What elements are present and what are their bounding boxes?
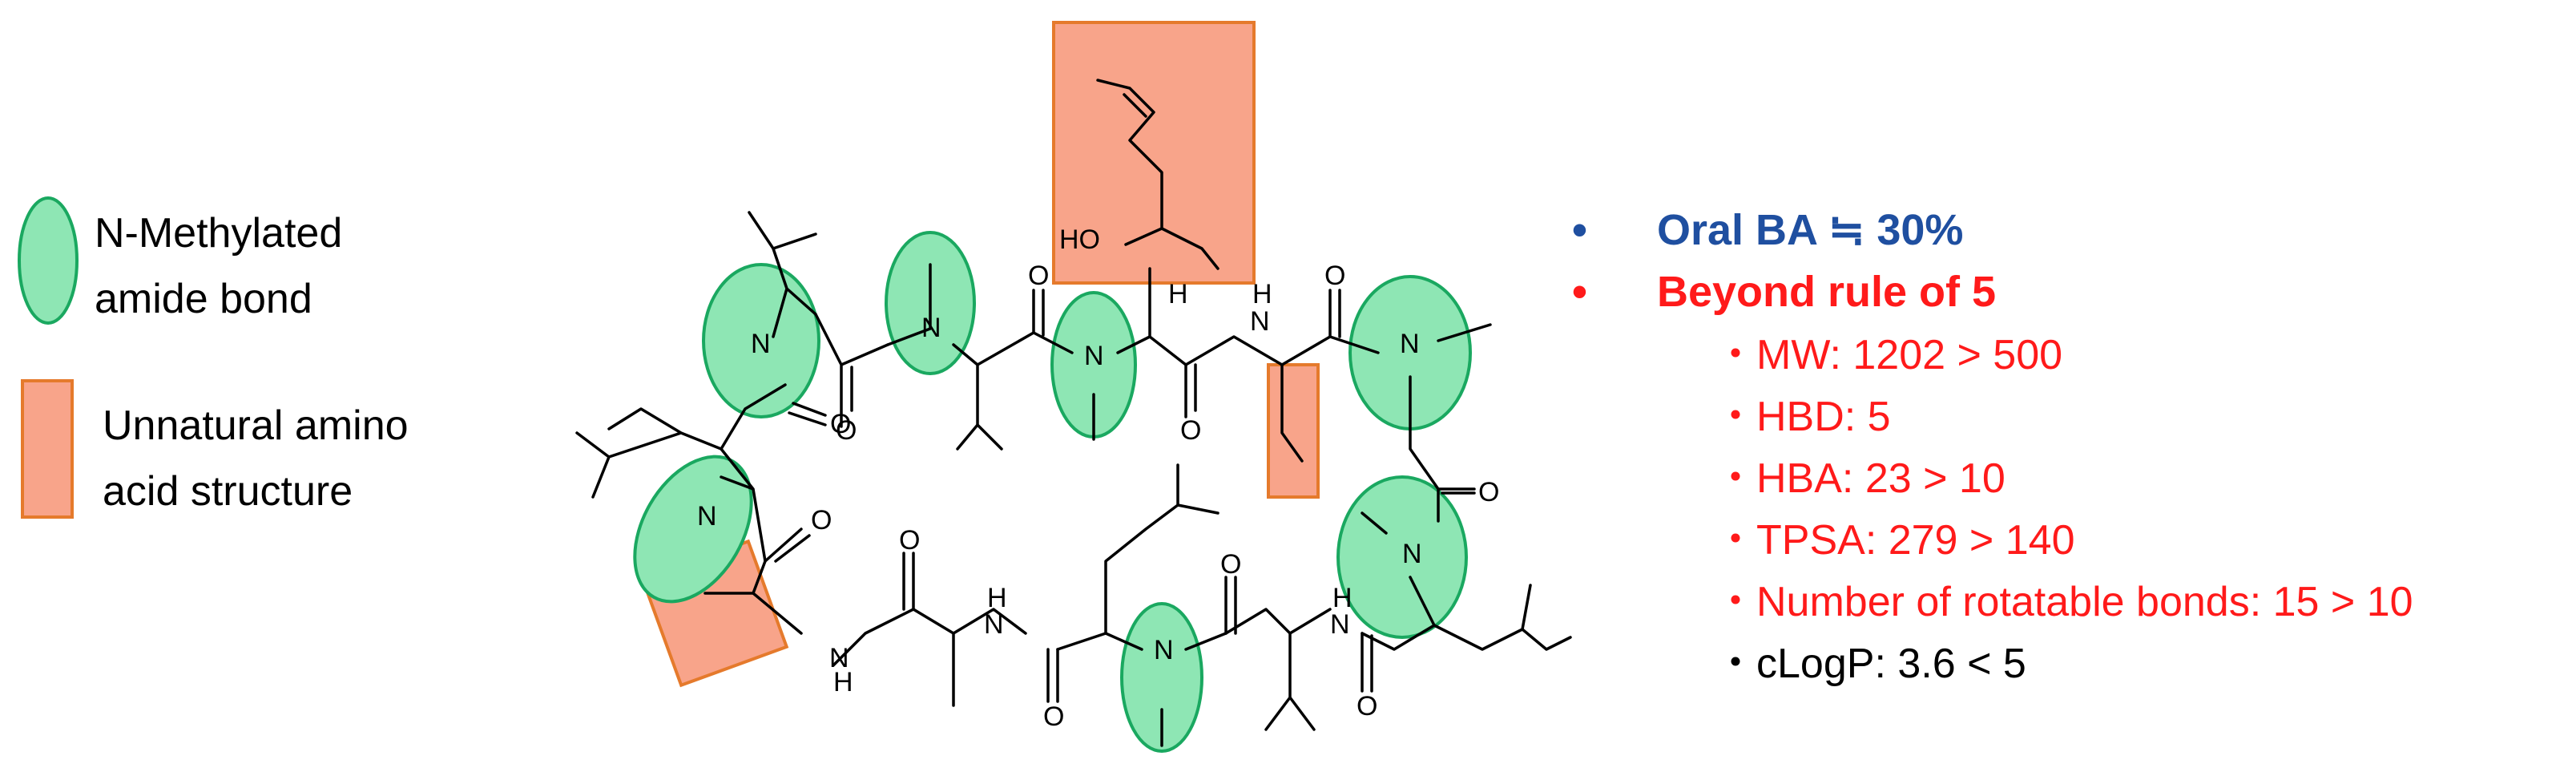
- amide-h-label: H: [1252, 279, 1272, 309]
- bond-group: [1104, 463, 1228, 651]
- atom-labels: N N N N N N N N H N H N H N H O O O O O …: [697, 224, 1499, 732]
- property-hba: ・HBA: 23 > 10: [1715, 455, 2006, 502]
- n-methylated-legend-label-line1: N-Methylated: [95, 210, 342, 257]
- molecule-bonds: [575, 79, 1572, 747]
- atom-o-label: O: [1043, 701, 1064, 732]
- n-methyl-highlight-7: [1120, 602, 1203, 753]
- n-methylated-legend-label-line2: amide bond: [95, 276, 312, 322]
- atom-o-label: O: [1180, 415, 1201, 446]
- bond-group: [952, 331, 1035, 451]
- bond-group: [774, 534, 811, 563]
- bond-group: [1184, 335, 1380, 463]
- properties-panel: • Oral BA ≒ 30% • Beyond rule of 5 ・MW: …: [1572, 206, 2413, 687]
- bond-group: [1224, 608, 1332, 731]
- bond-group: [720, 383, 787, 451]
- amide-h-label: H: [987, 583, 1007, 613]
- amide-nh-label: N: [1330, 609, 1350, 640]
- atom-o-label: O: [1478, 477, 1499, 507]
- bond-group: [1361, 511, 1388, 535]
- amide-nh-label: N: [984, 609, 1004, 640]
- property-clogp: ・cLogP: 3.6 < 5: [1715, 641, 2026, 687]
- property-hbd: ・HBD: 5: [1715, 394, 1891, 440]
- bond-group: [1123, 93, 1147, 118]
- atom-o-label: O: [1220, 549, 1241, 580]
- atom-n-label: N: [1154, 635, 1174, 665]
- oral-ba-text: Oral BA ≒ 30%: [1657, 206, 1963, 254]
- hydrogen-label: H: [1168, 279, 1188, 309]
- bond-group: [886, 263, 932, 346]
- highlights: [633, 21, 1472, 753]
- unnatural-legend-label-line1: Unnatural amino: [103, 402, 409, 449]
- atom-o-label: O: [899, 525, 920, 556]
- bond-group: [912, 608, 1027, 707]
- bond-group: [788, 411, 827, 426]
- atom-n-label: N: [921, 313, 941, 343]
- bond-group: [792, 402, 827, 417]
- atom-o-label: O: [830, 409, 851, 439]
- atom-o-label: O: [1324, 261, 1345, 291]
- bond-group: [1409, 576, 1572, 651]
- atom-o-label: O: [1357, 691, 1377, 722]
- property-mw: ・MW: 1202 > 500: [1715, 332, 2062, 378]
- bond-group: [1409, 323, 1492, 523]
- amide-h-label: H: [1332, 583, 1353, 613]
- unnatural-legend-label-line2: acid structure: [103, 468, 353, 515]
- atom-n-label: N: [751, 329, 771, 359]
- unnatural-legend-swatch: [21, 379, 74, 519]
- atom-n-label: N: [697, 501, 717, 532]
- unnatural-highlight-abu: [1267, 363, 1320, 499]
- bullet-blue: •: [1572, 206, 1587, 254]
- amide-h-label: H: [833, 667, 853, 697]
- atom-o-label: O: [836, 415, 857, 446]
- amide-nh-label: N: [829, 643, 849, 673]
- amide-nh-label: N: [1250, 306, 1270, 337]
- legend: N-Methylated amide bond Unnatural amino …: [18, 196, 409, 519]
- bond-group: [814, 313, 889, 428]
- bond-group: [1056, 632, 1107, 651]
- n-methyl-highlight-5: [1336, 475, 1468, 639]
- bond-group: [1096, 79, 1219, 270]
- atom-n-label: N: [1402, 539, 1422, 569]
- atom-o-label: O: [1028, 261, 1049, 291]
- atom-n-label: N: [1084, 341, 1104, 371]
- hydroxyl-label: HO: [1059, 224, 1100, 255]
- bond-group: [748, 211, 817, 338]
- unnatural-highlight-bmt: [1052, 21, 1256, 285]
- n-methyl-highlight-1: [702, 263, 820, 418]
- beyond-rule-of-5-text: Beyond rule of 5: [1657, 268, 1996, 316]
- atom-o-label: O: [811, 505, 832, 536]
- property-tpsa: ・TPSA: 279 > 140: [1715, 517, 2075, 564]
- property-rotatable-bonds: ・Number of rotatable bonds: 15 > 10: [1715, 579, 2413, 625]
- n-methylated-legend-swatch: [18, 196, 79, 325]
- atom-n-label: N: [1400, 329, 1420, 359]
- bond-group: [575, 407, 767, 563]
- bullet-red: •: [1572, 268, 1587, 316]
